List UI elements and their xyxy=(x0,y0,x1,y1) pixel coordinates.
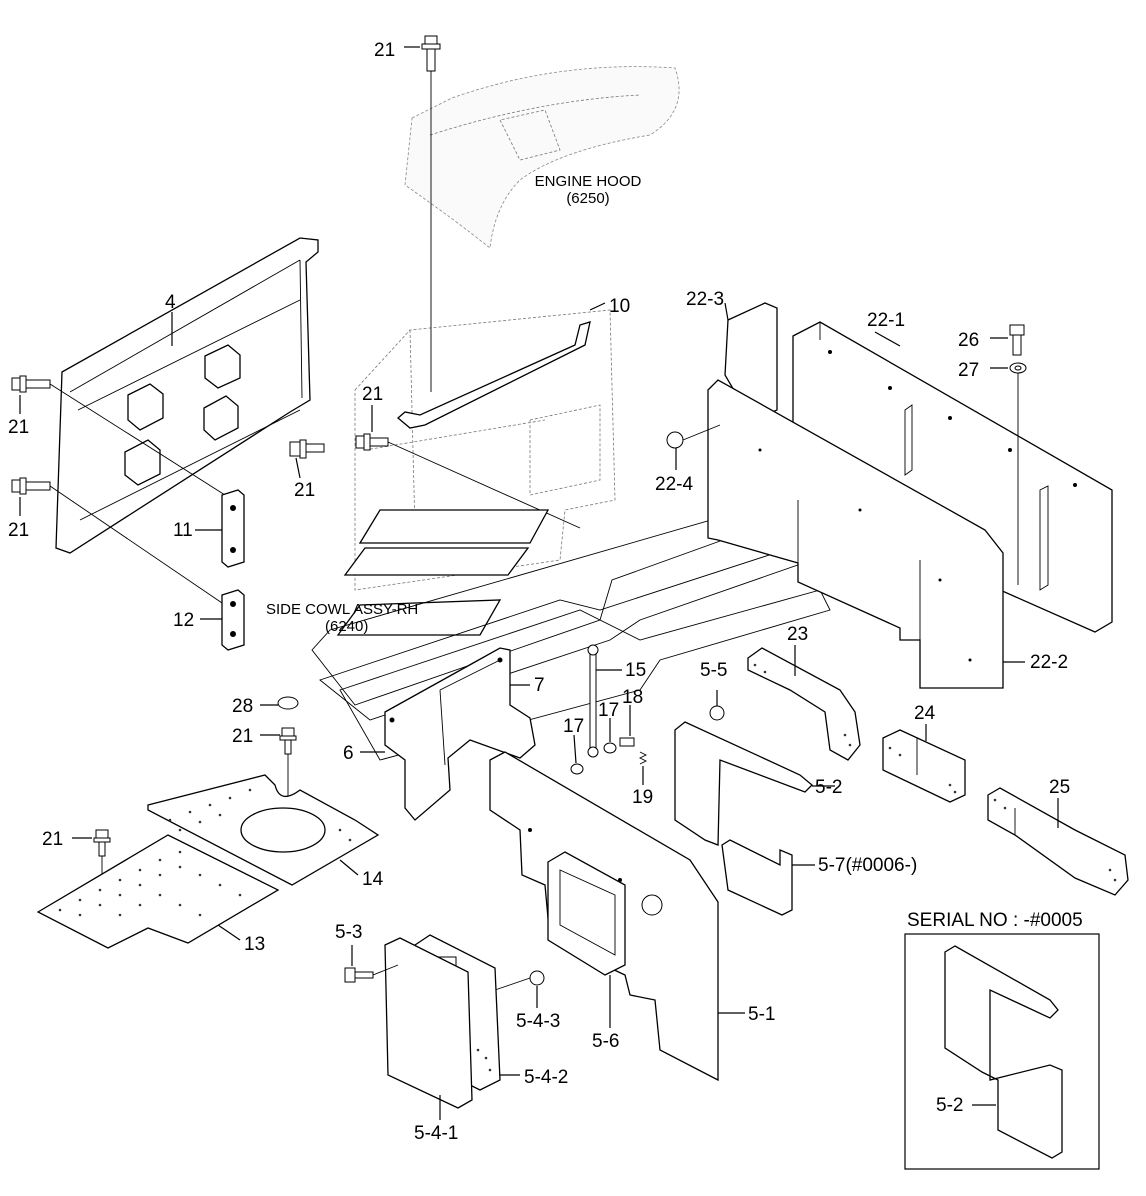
label-19: 19 xyxy=(632,787,653,808)
callout-labels: 21 ENGINE HOOD (6250) 4 10 22-3 22-1 26 … xyxy=(8,40,1083,1144)
floor-plate-14 xyxy=(147,774,380,886)
label-21-left-b: 21 xyxy=(8,520,29,541)
frame-5-6 xyxy=(547,851,626,1028)
bolt-21-mid-left xyxy=(289,439,325,479)
floor-plate-13 xyxy=(36,834,280,949)
engine-hood-ghost xyxy=(404,66,680,249)
label-5-6: 5-6 xyxy=(592,1031,619,1052)
label-5-1: 5-1 xyxy=(748,1004,775,1025)
cover-5-4-1 xyxy=(384,937,473,1120)
bracket-5-2 xyxy=(674,721,835,846)
label-side-cowl: SIDE COWL ASSY-RH xyxy=(266,601,418,618)
label-5-2: 5-2 xyxy=(815,777,842,798)
plug-22-4 xyxy=(666,424,721,470)
label-5-3: 5-3 xyxy=(335,922,362,943)
label-12: 12 xyxy=(173,610,194,631)
label-13: 13 xyxy=(244,934,265,955)
label-5-4-1: 5-4-1 xyxy=(414,1123,458,1144)
label-21-top: 21 xyxy=(374,40,395,61)
panel-22-1 xyxy=(792,321,1113,633)
plate-5-7 xyxy=(721,839,815,916)
label-21-left-a: 21 xyxy=(8,417,29,438)
perforation-dots xyxy=(58,663,1117,1072)
bracket-6 xyxy=(360,647,536,821)
bolt-26 xyxy=(990,324,1025,356)
nut-5-4-3 xyxy=(494,970,545,1008)
label-5-7: 5-7(#0006-) xyxy=(818,855,917,876)
label-serial: SERIAL NO : -#0005 xyxy=(907,910,1083,931)
pad-23 xyxy=(747,647,861,761)
label-4: 4 xyxy=(165,292,176,313)
label-engine-hood: ENGINE HOOD xyxy=(535,173,642,190)
label-28: 28 xyxy=(232,696,253,717)
spring-19 xyxy=(638,751,648,785)
bolt-5-3 xyxy=(344,945,399,983)
washer-17-b xyxy=(603,718,617,754)
label-15: 15 xyxy=(625,660,646,681)
label-11: 11 xyxy=(173,520,193,541)
bolt-18 xyxy=(619,705,635,747)
label-24: 24 xyxy=(914,703,936,724)
pad-24 xyxy=(882,729,966,803)
cap-28 xyxy=(260,696,299,710)
label-27: 27 xyxy=(958,360,979,381)
bolt-21-top xyxy=(404,35,441,392)
pad-25 xyxy=(987,787,1129,896)
label-6: 6 xyxy=(343,743,354,764)
label-7: 7 xyxy=(534,675,545,696)
panel-22-2 xyxy=(707,379,1004,689)
label-10: 10 xyxy=(609,296,630,317)
label-17-a: 17 xyxy=(563,716,584,737)
label-5-4-2: 5-4-2 xyxy=(524,1067,568,1088)
label-22-3: 22-3 xyxy=(686,289,724,310)
side-cowl-frame-4 xyxy=(55,237,319,554)
cowl-skeleton-outlines xyxy=(311,491,831,761)
serial-inset xyxy=(904,933,1100,1170)
nut-5-5 xyxy=(709,690,725,721)
label-21-mid-left: 21 xyxy=(294,480,315,501)
label-25: 25 xyxy=(1049,777,1070,798)
bolts-21-left xyxy=(11,375,226,606)
washer-27 xyxy=(990,362,1027,585)
label-21-floor: 21 xyxy=(232,726,253,747)
label-5-5: 5-5 xyxy=(700,660,727,681)
label-14: 14 xyxy=(362,869,384,890)
label-23: 23 xyxy=(787,624,808,645)
label-17-b: 17 xyxy=(598,700,619,721)
label-side-cowl-code: (6240) xyxy=(325,618,368,635)
label-22-4: 22-4 xyxy=(655,474,693,495)
bracket-12 xyxy=(200,589,245,651)
bracket-11 xyxy=(195,489,245,568)
rod-10 xyxy=(396,302,606,429)
washer-17-a xyxy=(570,734,584,775)
label-21-plate: 21 xyxy=(42,829,63,850)
label-21-center: 21 xyxy=(362,384,383,405)
label-engine-hood-code: (6250) xyxy=(566,190,609,207)
label-22-2: 22-2 xyxy=(1030,652,1068,673)
label-5-4-3: 5-4-3 xyxy=(516,1011,560,1032)
label-5-2-inset: 5-2 xyxy=(936,1095,963,1116)
rod-15 xyxy=(587,644,622,758)
label-18: 18 xyxy=(622,687,643,708)
bolt-21-center xyxy=(355,405,581,529)
label-22-1: 22-1 xyxy=(867,310,905,331)
label-26: 26 xyxy=(958,330,979,351)
